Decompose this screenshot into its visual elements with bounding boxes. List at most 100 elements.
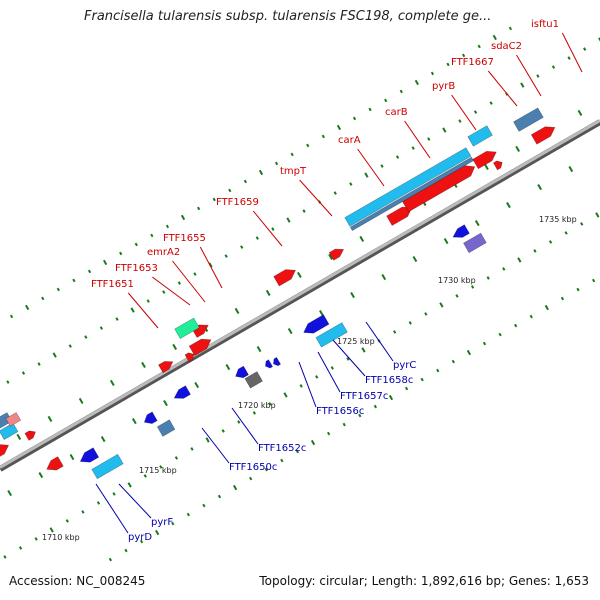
forward-gene-label: isftu1 xyxy=(531,19,559,30)
gene-feature xyxy=(492,160,503,171)
tick-mark xyxy=(232,484,238,491)
tick-mark xyxy=(333,191,337,195)
label-leader-lines xyxy=(95,32,583,534)
tick-mark xyxy=(131,417,137,425)
tick-mark xyxy=(205,437,210,443)
forward-gene-label: emrA2 xyxy=(147,247,180,258)
tick-mark xyxy=(237,420,241,424)
label-leader-line xyxy=(298,361,317,408)
gene-feature xyxy=(158,361,174,374)
tick-mark xyxy=(533,249,537,253)
tick-mark xyxy=(420,377,424,382)
tick-mark xyxy=(427,137,431,141)
tick-mark xyxy=(568,165,574,173)
gene-feature xyxy=(273,356,282,367)
tick-mark xyxy=(346,357,350,361)
tick-mark xyxy=(255,236,259,240)
label-leader-line xyxy=(95,483,129,534)
tick-mark xyxy=(536,74,540,78)
tick-mark xyxy=(217,494,222,499)
tick-mark xyxy=(109,379,115,387)
tick-mark xyxy=(49,527,54,533)
tick-mark xyxy=(155,529,160,536)
tick-mark xyxy=(473,110,478,114)
tick-mark xyxy=(393,330,397,334)
tick-mark xyxy=(228,188,232,193)
gene-feature xyxy=(0,412,13,429)
tick-mark xyxy=(265,289,271,297)
tick-mark xyxy=(414,79,419,86)
tick-mark xyxy=(506,201,511,209)
tick-mark xyxy=(502,267,506,271)
tick-mark xyxy=(580,222,584,226)
tick-mark xyxy=(455,294,459,298)
tick-mark xyxy=(165,224,170,229)
label-leader-line xyxy=(487,70,518,107)
tick-mark xyxy=(193,272,197,276)
tick-mark xyxy=(529,314,533,319)
tick-mark xyxy=(592,278,596,283)
tick-mark xyxy=(69,453,75,461)
tick-mark xyxy=(212,197,216,202)
tick-mark xyxy=(486,276,490,280)
tick-mark xyxy=(224,254,228,258)
tick-mark xyxy=(34,537,38,541)
tick-mark xyxy=(100,435,106,443)
gene-feature xyxy=(452,224,470,238)
tick-mark xyxy=(6,380,10,384)
tick-mark xyxy=(404,386,409,391)
tick-mark xyxy=(283,392,288,398)
forward-gene-label: carB xyxy=(385,107,408,118)
tick-mark xyxy=(466,349,472,356)
tick-mark xyxy=(3,555,7,559)
gene-feature xyxy=(467,125,493,147)
label-leader-line xyxy=(561,32,583,73)
tick-mark xyxy=(470,285,475,289)
tick-mark xyxy=(299,384,303,388)
gene-feature xyxy=(0,444,10,457)
tick-mark xyxy=(21,371,26,375)
tick-mark xyxy=(84,335,88,339)
label-leader-line xyxy=(231,407,259,445)
tick-mark xyxy=(38,471,44,479)
tick-mark xyxy=(150,233,154,238)
tick-mark xyxy=(271,227,275,231)
forward-gene-label: FTF1659 xyxy=(216,197,259,208)
tick-mark xyxy=(474,219,480,227)
tick-mark xyxy=(41,296,45,301)
tick-mark xyxy=(81,510,85,514)
reverse-gene-label: pyrF xyxy=(151,517,173,528)
reverse-gene-label: pyrC xyxy=(393,360,416,371)
tick-mark xyxy=(256,345,262,353)
tick-mark xyxy=(102,259,108,266)
tick-mark xyxy=(583,47,587,51)
forward-gene-label: FTF1655 xyxy=(163,233,206,244)
tick-mark xyxy=(548,240,553,244)
label-leader-line xyxy=(127,292,159,329)
tick-mark xyxy=(352,116,357,121)
genome-backbone xyxy=(0,119,600,472)
tick-mark xyxy=(446,62,450,67)
tick-mark xyxy=(330,366,334,370)
tick-mark xyxy=(368,107,372,112)
gene-feature xyxy=(173,385,191,399)
gene-feature xyxy=(46,456,64,471)
tick-mark xyxy=(364,172,369,178)
label-leader-line xyxy=(357,148,385,187)
tick-mark xyxy=(286,217,291,223)
tick-mark xyxy=(99,326,104,330)
tick-marks xyxy=(3,26,600,562)
tick-mark xyxy=(321,134,325,139)
gene-feature xyxy=(513,107,544,132)
label-leader-line xyxy=(516,54,542,97)
map-title: Francisella tularensis subsp. tularensis… xyxy=(84,9,492,24)
scale-label: 1710 kbp xyxy=(42,533,80,542)
tick-mark xyxy=(595,212,600,218)
tick-mark xyxy=(194,381,200,389)
tick-mark xyxy=(564,231,568,235)
tick-mark xyxy=(249,476,253,481)
tick-mark xyxy=(174,456,179,460)
accession-text: Accession: NC_008245 xyxy=(9,574,146,588)
tick-mark xyxy=(7,489,12,497)
tick-mark xyxy=(328,253,333,261)
